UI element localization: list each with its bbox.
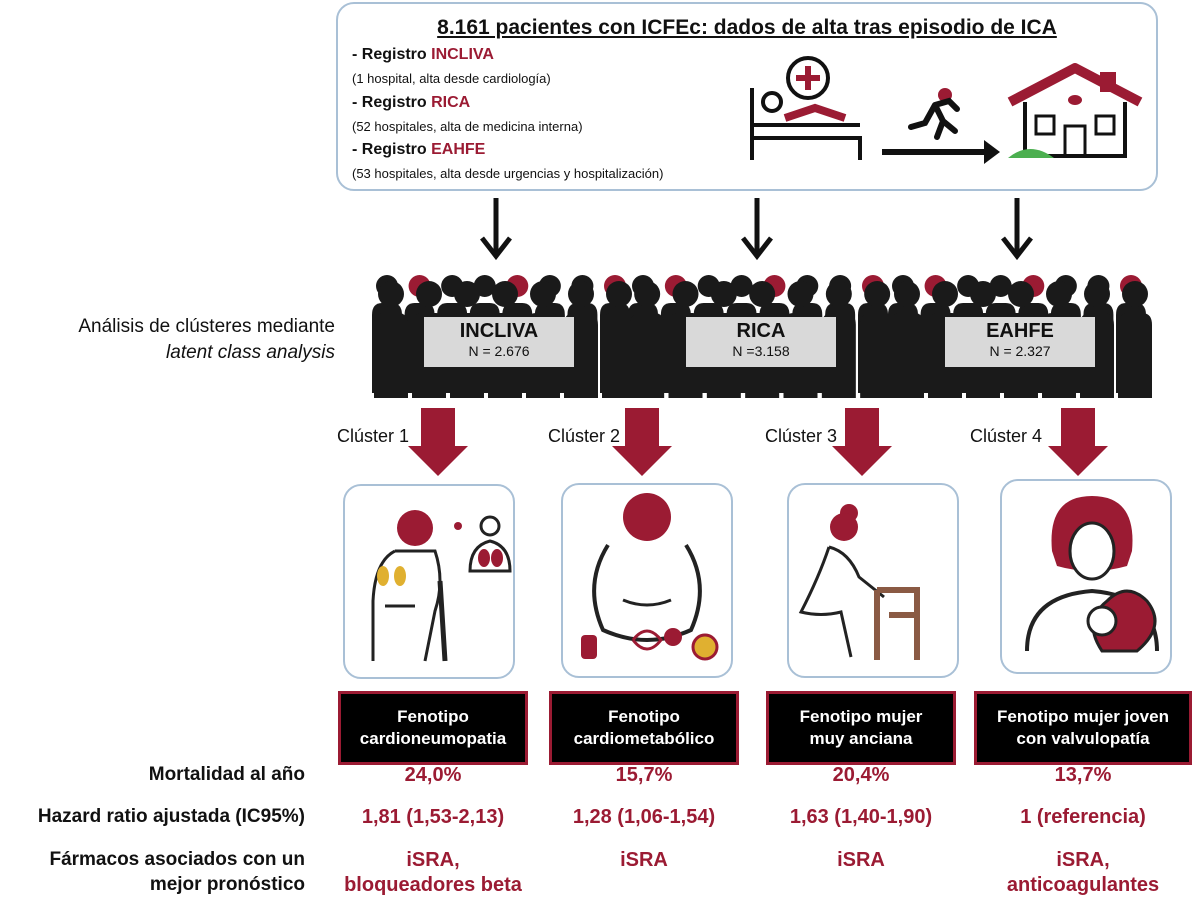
page-title: 8.161 pacientes con ICFEc: dados de alta… xyxy=(437,16,1057,39)
cluster-2-label: Clúster 2 xyxy=(548,426,621,446)
cluster-3-label: Clúster 3 xyxy=(765,426,838,446)
registry-incliva-note: (1 hospital, alta desde cardiología) xyxy=(352,71,551,86)
elderly-woman-walker-icon xyxy=(798,504,920,660)
person-silhouette-icon xyxy=(602,281,636,398)
mortality-value-1: 24,0% xyxy=(404,764,462,786)
cluster-4-label: Clúster 4 xyxy=(970,426,1043,446)
hr-value-3: 1,63 (1,40-1,90) xyxy=(789,806,933,828)
flow-arrows xyxy=(480,198,1033,261)
cluster-1-card xyxy=(343,484,515,679)
hr-value-1: 1,81 (1,53-2,13) xyxy=(361,806,505,828)
cluster-2-card xyxy=(561,483,733,678)
drugs-value-1: iSRA,bloqueadores beta xyxy=(344,849,522,896)
person-silhouette-icon xyxy=(374,281,408,398)
cluster-3-card xyxy=(787,483,959,678)
cluster-4-card xyxy=(1000,479,1172,674)
cluster-1-label: Clúster 1 xyxy=(337,426,410,446)
obese-person-icon xyxy=(581,493,719,661)
cluster-arrows xyxy=(408,408,1108,476)
registry-eahfe: - Registro EAHFE xyxy=(352,141,486,158)
mortality-value-3: 20,4% xyxy=(832,764,890,786)
hr-value-4: 1 (referencia) xyxy=(1020,806,1146,828)
drugs-value-3: iSRA xyxy=(837,849,885,871)
home-icon xyxy=(1007,63,1143,158)
elderly-man-lungs-icon xyxy=(371,510,512,662)
row-label-mortality: Mortalidad al año xyxy=(148,764,305,785)
mortality-value-4: 13,7% xyxy=(1054,764,1112,786)
person-silhouette-icon xyxy=(860,281,895,398)
registry-incliva: - Registro INCLIVA xyxy=(352,46,494,63)
mortality-value-2: 15,7% xyxy=(615,764,673,786)
person-silhouette-icon xyxy=(1118,281,1152,398)
registry-rica: - Registro RICA xyxy=(352,94,471,111)
drugs-value-4: iSRA,anticoagulantes xyxy=(1006,849,1160,896)
analysis-label: Análisis de clústeres mediante latent cl… xyxy=(78,316,335,363)
hospital-bed-icon xyxy=(750,56,862,160)
hr-value-2: 1,28 (1,06-1,54) xyxy=(572,806,716,828)
discharge-arrow-icon xyxy=(882,140,1000,164)
registry-rica-note: (52 hospitales, alta de medicina interna… xyxy=(352,119,583,134)
registry-eahfe-note: (53 hospitales, alta desde urgencias y h… xyxy=(352,166,664,181)
drugs-value-2: iSRA xyxy=(620,849,668,871)
person-silhouette-icon xyxy=(630,281,665,398)
running-man-icon xyxy=(908,88,960,140)
row-label-hazard-ratio: Hazard ratio ajustada (IC95%) xyxy=(37,806,305,827)
person-silhouette-icon xyxy=(890,281,924,398)
young-woman-heart-icon xyxy=(1025,496,1159,653)
